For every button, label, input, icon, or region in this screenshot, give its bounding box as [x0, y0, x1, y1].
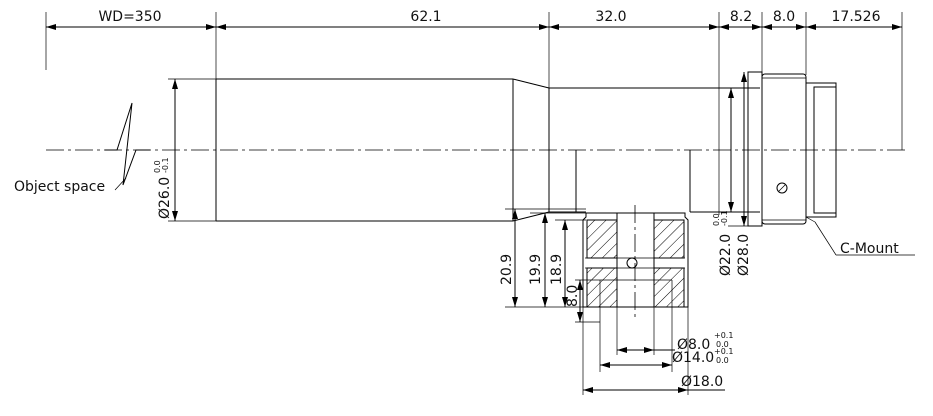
dia-22-tol-lower: -0.1	[720, 210, 729, 226]
dia-8-tol-lower: 0.0	[716, 340, 729, 349]
dia-26-tol-lower: -0.1	[161, 157, 170, 173]
dim-20-9: 20.9	[499, 254, 515, 285]
dim-vertical-mount: 20.9 19.9 18.9 8.0	[499, 208, 600, 323]
dim-8-0: 8.0	[773, 9, 795, 25]
dim-dia-26: Ø26.0 0.0 -0.1	[153, 78, 216, 222]
dim-62-1: 62.1	[410, 9, 441, 25]
dia-8-tol-upper: +0.1	[714, 331, 733, 340]
dim-18-9: 18.9	[549, 254, 565, 285]
dim-8-2: 8.2	[730, 9, 752, 25]
dia-14-tol-lower: 0.0	[716, 356, 729, 365]
dia-18-main: Ø18.0	[681, 374, 723, 390]
dia-8-main: Ø8.0	[677, 337, 710, 353]
dia-22-tol-upper: 0.0	[712, 213, 721, 226]
object-space-break: Object space	[14, 102, 150, 195]
dia-22-main: Ø22.0	[718, 234, 734, 276]
dim-wd: WD=350	[98, 9, 161, 25]
dim-32-0: 32.0	[595, 9, 626, 25]
object-space-label: Object space	[14, 179, 105, 195]
dia-26-main: Ø26.0	[157, 177, 173, 219]
top-dimension-chain: WD=350 62.1 32.0 8.2 8.0 17.526	[45, 9, 903, 150]
lens-body: C-Mount	[215, 71, 915, 257]
dia-26-tol-upper: 0.0	[153, 160, 162, 173]
dim-dia-bottom: Ø8.0 +0.1 0.0 Ø14.0 +0.1 0.0 Ø18.0	[582, 307, 733, 395]
dim-17-526: 17.526	[832, 9, 881, 25]
dim-dia-22-28: Ø22.0 0.0 -0.1 Ø28.0	[712, 72, 752, 276]
dim-8-0-vertical: 8.0	[565, 285, 581, 307]
dim-19-9: 19.9	[528, 254, 544, 285]
mount-block	[582, 205, 689, 318]
c-mount-label: C-Mount	[840, 241, 899, 257]
dia-28-main: Ø28.0	[736, 234, 752, 276]
dia-14-main: Ø14.0	[672, 350, 714, 366]
dia-14-tol-upper: +0.1	[714, 347, 733, 356]
